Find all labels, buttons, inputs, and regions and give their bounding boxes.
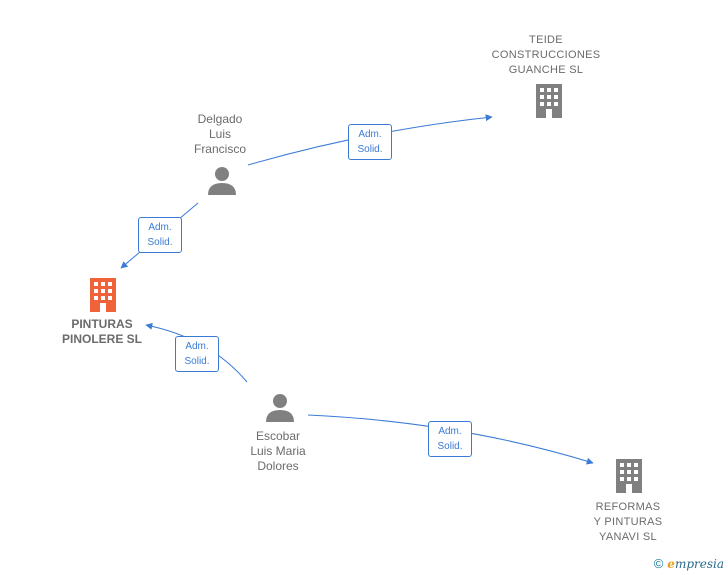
edge-label-delgado-pinturas: Adm. Solid.	[138, 217, 182, 253]
node-label-escobar[interactable]: Escobar Luis Maria Dolores	[250, 429, 306, 473]
building-icon	[536, 84, 562, 118]
edge-label-escobar-reformas: Adm. Solid.	[428, 421, 472, 457]
node-label-reformas[interactable]: REFORMAS Y PINTURAS YANAVI SL	[593, 501, 663, 543]
node-label-delgado[interactable]: Delgado Luis Francisco	[193, 112, 246, 156]
node-label-teide[interactable]: TEIDE CONSTRUCCIONES GUANCHE SL	[491, 34, 601, 76]
building-icon	[616, 459, 642, 493]
edge-label-delgado-teide: Adm. Solid.	[348, 124, 392, 160]
building-icon	[90, 278, 116, 312]
copyright-symbol: ©	[653, 556, 664, 571]
edge-label-escobar-pinturas: Adm. Solid.	[175, 336, 219, 372]
person-icon	[266, 394, 294, 422]
person-icon	[208, 167, 236, 195]
footer-brand: © empresia	[654, 556, 724, 571]
brand-initial: e	[667, 556, 675, 571]
brand-name: mpresia	[674, 556, 724, 571]
node-label-pinturas[interactable]: PINTURAS PINOLERE SL	[61, 317, 142, 346]
brand-logo: empresia	[667, 557, 724, 571]
